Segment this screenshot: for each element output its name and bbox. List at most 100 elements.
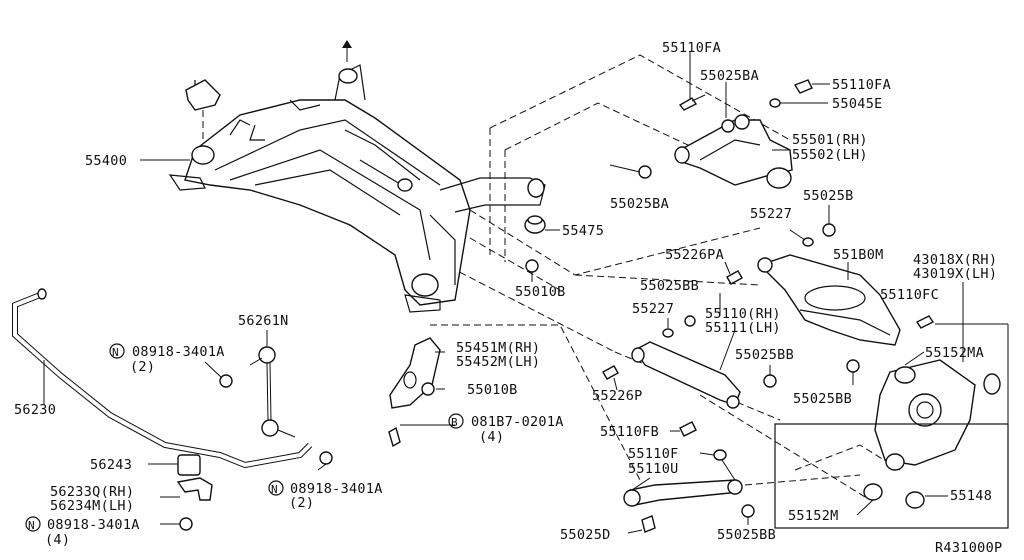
- label-081B7-qty: (4): [479, 429, 504, 445]
- bolt-55110FA-right: [793, 79, 813, 94]
- knuckle-43018X: [874, 359, 1001, 471]
- dashed-guide-lines: [430, 54, 901, 501]
- label-56243: 56243: [90, 457, 132, 473]
- label-081B7-group: B 081B7-0201A (4): [448, 413, 564, 445]
- label-08918-c-group: N 08918-3401A (4): [25, 516, 140, 548]
- washer-55227-mid: [662, 328, 674, 338]
- label-55110FC: 55110FC: [880, 287, 939, 303]
- label-43018X: 43018X(RH): [913, 252, 997, 268]
- label-081B7: 081B7-0201A: [471, 414, 564, 430]
- bolt-55226PA: [726, 270, 743, 285]
- lower-arm-551B0M: [757, 254, 901, 346]
- label-55025BA-mid: 55025BA: [610, 196, 669, 212]
- label-56261N: 56261N: [238, 313, 289, 329]
- n-prefix: N: [271, 483, 278, 496]
- subframe-55400: [168, 64, 546, 313]
- bolt-081B7: [388, 426, 401, 448]
- label-56233Q: 56233Q(RH): [50, 484, 134, 500]
- mount-bracket: [185, 79, 221, 143]
- label-55025BB-c: 55025BB: [793, 391, 852, 407]
- label-55025D: 55025D: [560, 527, 611, 543]
- label-08918-a-qty: (2): [130, 359, 155, 375]
- n-circle-icon: [268, 480, 284, 496]
- nut-55025BA-mid: [638, 165, 652, 179]
- washer-55045E: [769, 98, 781, 108]
- nut-55010B-top: [525, 259, 539, 273]
- label-55110: 55110(RH): [705, 306, 781, 322]
- part-labels: 55110FA 55025BA 55110FA 55045E 55501(RH)…: [14, 40, 1002, 556]
- label-55111: 55111(LH): [705, 320, 781, 336]
- label-55451M: 55451M(RH): [456, 340, 540, 356]
- label-551B0M: 551B0M: [833, 247, 884, 263]
- n-prefix: N: [112, 346, 119, 359]
- label-55152M: 55152M: [788, 508, 839, 524]
- label-43019X: 43019X(LH): [913, 266, 997, 282]
- label-55475: 55475: [562, 223, 604, 239]
- label-55152MA: 55152MA: [925, 345, 984, 361]
- reference-code: R431000P: [935, 540, 1002, 556]
- lateral-link-55110: [631, 341, 741, 409]
- stabilizer-bar-56230: [12, 288, 313, 469]
- bolt-55110F: [713, 449, 736, 481]
- nut-55025BB-a: [684, 315, 696, 327]
- label-55025BB-d: 55025BB: [717, 527, 776, 543]
- n-circle-icon: [25, 516, 41, 532]
- label-55025B: 55025B: [803, 188, 854, 204]
- upward-arrow-icon: [342, 40, 352, 62]
- washer-55227-top: [802, 237, 814, 247]
- bushing-55148: [905, 491, 925, 509]
- nut-08918-c: [179, 517, 193, 531]
- knuckle-detail-box: [774, 423, 1009, 529]
- bracket-55451M: [389, 337, 441, 409]
- label-08918-a-group: N 08918-3401A (2): [109, 343, 225, 375]
- label-55045E: 55045E: [832, 96, 883, 112]
- nut-55025B: [822, 223, 836, 237]
- nut-55025BB-c: [763, 374, 777, 388]
- bolt-55110FA-top: [678, 94, 706, 111]
- n-circle-icon: [109, 343, 125, 359]
- leader-lines: [43, 52, 964, 534]
- b-prefix: B: [451, 416, 458, 429]
- nut-55025BA-top: [721, 119, 735, 133]
- nut-08918-a: [219, 374, 233, 388]
- label-08918-a: 08918-3401A: [132, 344, 225, 360]
- label-55501: 55501(RH): [792, 132, 868, 148]
- label-55110F: 55110F: [628, 446, 679, 462]
- label-55400: 55400: [85, 153, 127, 169]
- bushing-55152M: [863, 483, 883, 501]
- label-08918-c-qty: (4): [45, 532, 70, 548]
- label-55226P: 55226P: [592, 388, 643, 404]
- nut-08918-b: [319, 451, 333, 465]
- label-55110FB: 55110FB: [600, 424, 659, 440]
- label-56230: 56230: [14, 402, 56, 418]
- bolt-55110FB: [679, 421, 697, 437]
- label-55025BA-top: 55025BA: [700, 68, 759, 84]
- n-prefix: N: [28, 519, 35, 532]
- label-55025BB-a: 55025BB: [640, 278, 699, 294]
- label-08918-b-group: N 08918-3401A (2): [268, 480, 383, 511]
- label-55227-mid: 55227: [632, 301, 674, 317]
- label-55110FA-right: 55110FA: [832, 77, 891, 93]
- upper-link-55501: [674, 114, 793, 189]
- label-55148: 55148: [950, 488, 992, 504]
- bushing-55475: [524, 215, 546, 234]
- label-55452M: 55452M(LH): [456, 354, 540, 370]
- label-55110FA-top: 55110FA: [662, 40, 721, 56]
- label-55010B-mid: 55010B: [467, 382, 518, 398]
- label-08918-c: 08918-3401A: [47, 517, 140, 533]
- label-55010B-top: 55010B: [515, 284, 566, 300]
- label-55025BB-b: 55025BB: [735, 347, 794, 363]
- nut-55010B-mid: [421, 382, 435, 396]
- b-circle-icon: [448, 413, 464, 429]
- nut-55025BB-b: [846, 359, 860, 373]
- label-55502: 55502(LH): [792, 147, 868, 163]
- clamp-56233Q: [176, 477, 213, 501]
- toe-link-55110U: [623, 479, 743, 507]
- label-55227-top: 55227: [750, 206, 792, 222]
- label-56234M: 56234M(LH): [50, 498, 134, 514]
- bolt-55226P: [602, 365, 619, 380]
- label-08918-b: 08918-3401A: [290, 481, 383, 497]
- label-08918-b-qty: (2): [289, 495, 314, 511]
- stabilizer-link-56261N: [249, 346, 296, 438]
